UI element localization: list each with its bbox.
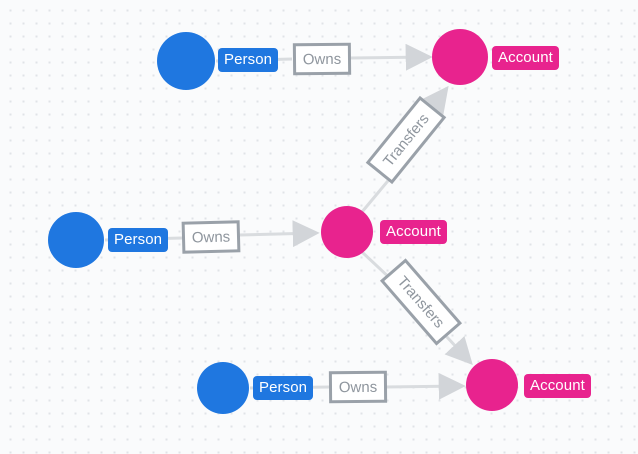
node-person-3[interactable] xyxy=(197,362,249,414)
node-label-account-3[interactable]: Account xyxy=(524,374,591,398)
edge-line-owns-3-arrow xyxy=(384,372,466,400)
edge-label-owns-2[interactable]: Owns xyxy=(181,220,241,254)
node-label-person-3[interactable]: Person xyxy=(253,376,314,400)
node-person-2[interactable] xyxy=(48,212,104,268)
node-label-person-1[interactable]: Person xyxy=(218,48,279,72)
node-label-account-2[interactable]: Account xyxy=(380,220,447,244)
node-account-1[interactable] xyxy=(432,29,488,85)
edge-line-owns-2-arrow xyxy=(239,220,320,248)
edge-line-owns-1-arrow xyxy=(349,43,433,71)
edge-label-owns-1[interactable]: Owns xyxy=(292,42,352,76)
node-label-account-1[interactable]: Account xyxy=(492,46,559,70)
node-person-1[interactable] xyxy=(157,32,215,90)
edge-label-owns-3[interactable]: Owns xyxy=(328,370,388,404)
node-label-person-2[interactable]: Person xyxy=(108,228,169,252)
edge-line-transfers-1 xyxy=(360,175,394,213)
node-account-3[interactable] xyxy=(466,359,518,411)
node-account-2[interactable] xyxy=(321,206,373,258)
